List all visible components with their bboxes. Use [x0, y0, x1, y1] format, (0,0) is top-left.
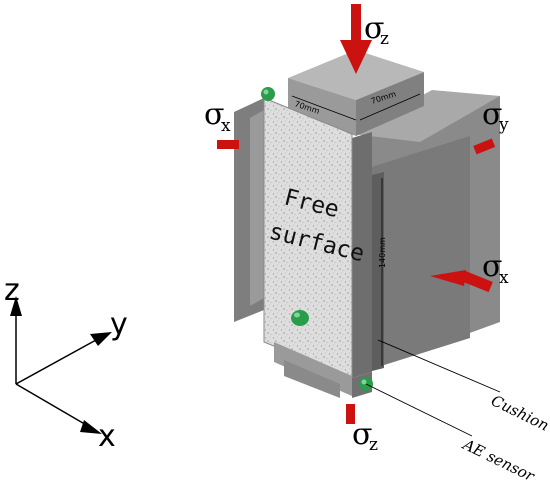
- svg-text:σ: σ: [482, 249, 502, 284]
- y-axis-label: y: [110, 307, 128, 342]
- stress-label-top: σ z: [364, 11, 389, 49]
- svg-text:y: y: [498, 115, 509, 135]
- svg-text:x: x: [499, 268, 509, 288]
- svg-text:σ: σ: [482, 97, 502, 132]
- svg-text:σ: σ: [204, 97, 224, 132]
- loading-block: [234, 50, 500, 398]
- svg-text:σ: σ: [364, 11, 384, 46]
- x-axis-arrowhead: [80, 420, 102, 434]
- right-plate-top: [352, 90, 500, 142]
- z-axis-label: z: [4, 273, 20, 308]
- main-body-right-face: [352, 132, 372, 378]
- svg-text:x: x: [221, 116, 231, 136]
- y-axis-arrowhead: [90, 332, 112, 346]
- bottom-step: [284, 360, 340, 398]
- stress-label-bottom: σ z: [352, 417, 378, 455]
- ae-sensor-callout: AE sensor: [458, 435, 537, 486]
- svg-text:z: z: [380, 29, 389, 49]
- stress-label-right-mid: σ x: [482, 249, 509, 288]
- right-inner-plate: [362, 136, 470, 372]
- callout-leaders: [365, 339, 501, 437]
- dimension-lines: [291, 93, 421, 366]
- z-axis-arrowhead: [10, 296, 22, 316]
- top-platen-top: [288, 50, 424, 100]
- load-arrow-bottom-z: [346, 404, 355, 424]
- load-arrow-right-y: [473, 138, 496, 155]
- top-platen-right: [356, 72, 424, 136]
- coordinate-axes: [10, 296, 112, 434]
- stress-label-right-top: σ y: [482, 97, 509, 135]
- svg-text:σ: σ: [352, 417, 372, 452]
- dim-label-height: 140mm: [378, 237, 387, 268]
- y-axis-line: [15, 339, 97, 385]
- load-arrow-top-z: [340, 4, 372, 74]
- load-arrow-left-x: [217, 140, 239, 149]
- load-arrow-right-x: [430, 270, 493, 293]
- x-axis-label: x: [98, 419, 116, 454]
- ae-sensor-face: [291, 310, 309, 326]
- svg-text:z: z: [369, 435, 378, 455]
- ae-sensor-top: [261, 87, 275, 101]
- x-axis-line: [15, 383, 89, 427]
- stress-label-left: σ x: [204, 97, 231, 136]
- cushion-callout: Cushion: [488, 391, 550, 434]
- left-plate-edge: [250, 110, 264, 306]
